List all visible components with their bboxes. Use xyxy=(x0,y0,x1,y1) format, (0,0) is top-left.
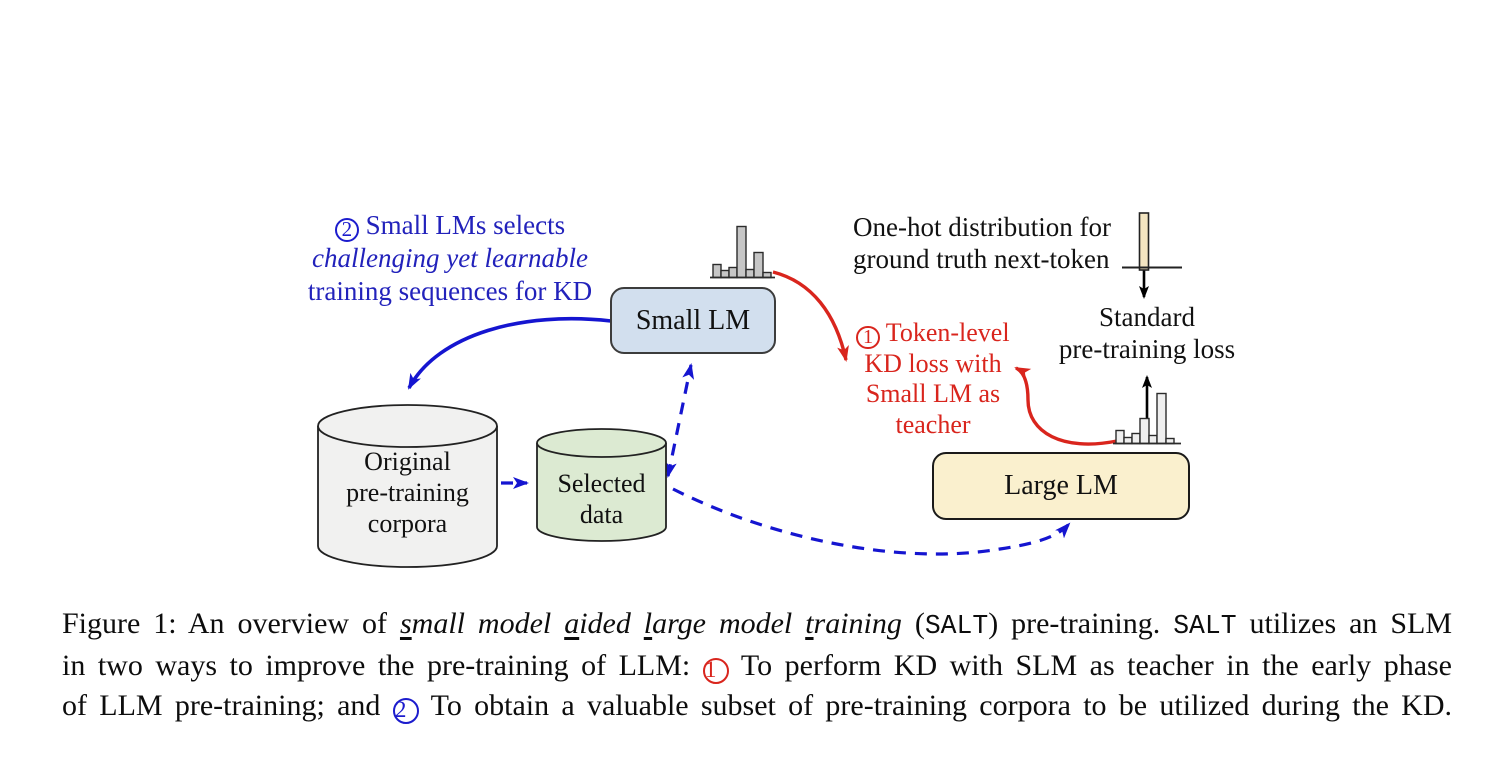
standard-loss-label-line2: pre-training loss xyxy=(1058,334,1236,364)
figure-caption: Figure 1: An overview of small model aid… xyxy=(62,604,1452,726)
standard-loss-label: Standard pre-training loss xyxy=(1026,301,1268,365)
selected-data-label-line2: data xyxy=(579,500,624,529)
largelm-kd-loss-arrow xyxy=(1014,366,1118,446)
caption-line3: of LLM pre-training; and 2 To obtain a v… xyxy=(62,689,1452,725)
original-corpora-label-line2: pre-training xyxy=(346,478,469,507)
caption-line2: in two ways to improve the pre-training … xyxy=(62,649,1452,685)
original-corpora-label-line1: Original xyxy=(364,447,451,476)
original-corpora-label-line3: corpora xyxy=(367,509,448,538)
large-lm-box: Large LM xyxy=(932,452,1190,520)
annotation-step2-line1: 2 Small LMs selects xyxy=(276,209,624,242)
small-lm-box: Small LM xyxy=(610,287,776,354)
kd-selection-arrow xyxy=(407,316,612,390)
small-lm-distribution-histogram-icon xyxy=(710,225,775,279)
small-lm-label: Small LM xyxy=(635,304,751,336)
annotation-step1-line2: KD loss with xyxy=(864,348,1002,378)
one-hot-label: One-hot distribution for ground truth ne… xyxy=(853,211,1111,275)
original-corpora-cylinder xyxy=(317,404,498,568)
one-hot-label-line2: ground truth next-token xyxy=(853,244,1110,274)
annotation-step1-line1: 1 Token-level xyxy=(836,318,1030,349)
large-lm-distribution-histogram-icon xyxy=(1113,392,1181,445)
selected-data-cylinder xyxy=(536,428,667,542)
selected-to-largelm-arrow xyxy=(672,487,1071,556)
annotation-step1-line4: teacher xyxy=(895,409,971,439)
annotation-step1: 1 Token-level KD loss with Small LM as t… xyxy=(836,318,1030,440)
annotation-step1-line3: Small LM as xyxy=(865,379,1001,409)
standard-loss-label-line1: Standard xyxy=(1099,302,1195,332)
smalllm-kd-loss-arrow xyxy=(772,270,849,362)
selected-data-label-line1: Selected xyxy=(557,469,646,498)
original-corpora-label: Original pre-training corpora xyxy=(318,446,497,539)
large-lm-label: Large LM xyxy=(1004,470,1118,501)
selected-data-label: Selected data xyxy=(537,468,666,530)
caption-line1: Figure 1: An overview of small model aid… xyxy=(62,607,1453,641)
one-hot-bar-icon xyxy=(1122,212,1182,271)
annotation-step2: 2 Small LMs selects challenging yet lear… xyxy=(276,209,624,308)
selected-smalllm-arrow xyxy=(664,363,695,478)
annotation-step2-line3: training sequences for KD xyxy=(307,276,593,306)
one-hot-label-line1: One-hot distribution for xyxy=(853,212,1111,242)
annotation-step2-line2: challenging yet learnable xyxy=(312,243,588,273)
